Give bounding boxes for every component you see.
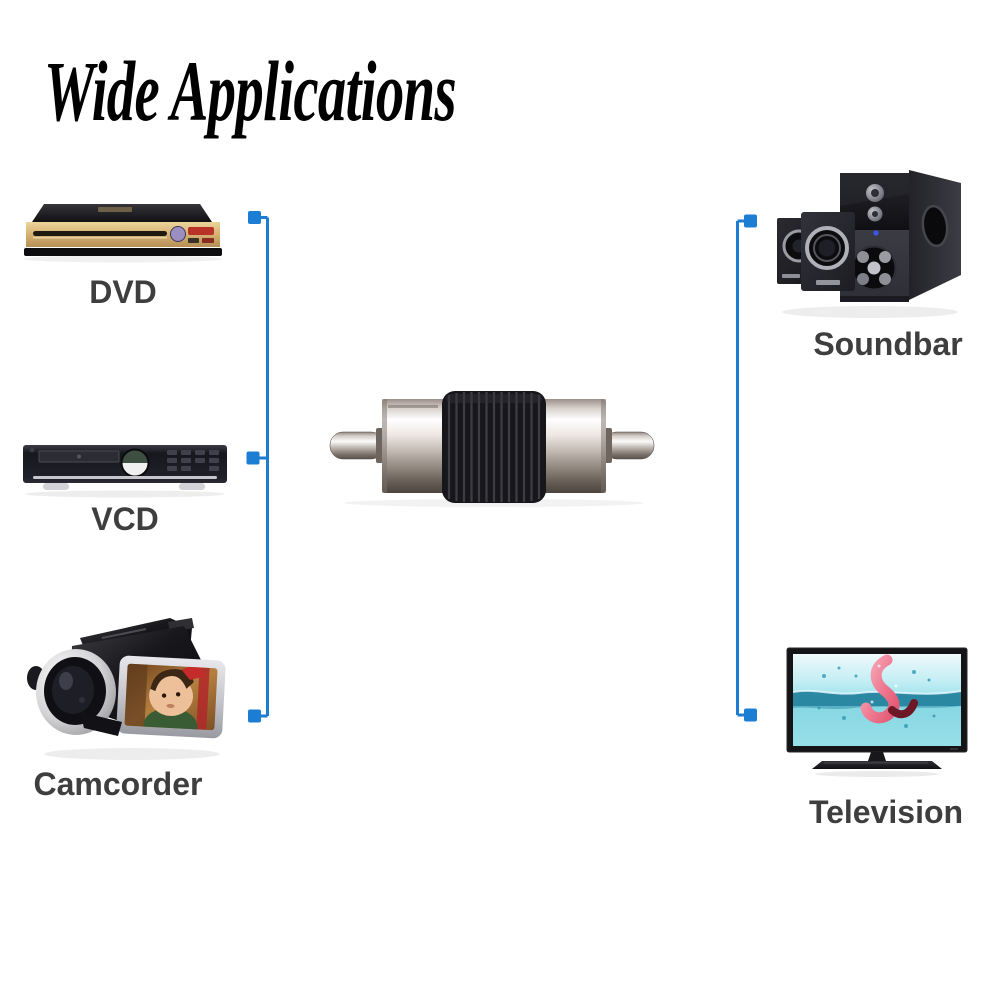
bracket-dot-camcorder [248,709,261,723]
left-connector-bracket [246,211,269,723]
bracket-dot-dvd [248,211,261,224]
bracket-dot-vcd [246,451,260,465]
dvd-power-button [170,226,186,242]
bracket-dot-television [744,708,757,722]
camcorder-image [27,618,226,760]
subwoofer-driver [851,245,897,291]
vcd-foot [179,483,205,490]
rca-barrel-left [382,399,446,493]
soundbar-label: Soundbar [813,326,963,362]
dvd-label: DVD [89,274,157,310]
camcorder-grip [80,712,122,736]
power-led [873,230,879,236]
dvd-player-image [23,204,223,263]
dvd-logo-plate [98,207,132,212]
television-label: Television [808,794,964,830]
dvd-disc-slot [33,231,167,236]
subwoofer-side-driver [921,204,949,248]
bracket-dot-soundbar [744,214,757,228]
vcd-label: VCD [91,501,159,537]
vcd-button-grid [167,450,219,471]
page-title: Wide Applications [44,43,457,139]
rca-rubber-grip [442,391,546,503]
dvd-buttons [188,227,214,235]
rca-male-to-male-coupler-image [329,391,655,507]
vcd-player-image [23,445,227,498]
tv-stand-neck [868,752,886,761]
rca-barrel-right [542,399,606,493]
camcorder-label: Camcorder [33,766,203,802]
rca-pin-left [329,431,385,460]
tv-screen-splash-graphic [860,654,900,724]
camcorder-lcd-panel [116,655,226,739]
speaker-system-image [777,170,961,318]
vcd-foot [43,483,69,490]
dvd-base [24,248,222,256]
television-image [786,647,968,777]
right-connector-bracket [736,214,757,722]
dvd-top-lid [32,204,212,222]
